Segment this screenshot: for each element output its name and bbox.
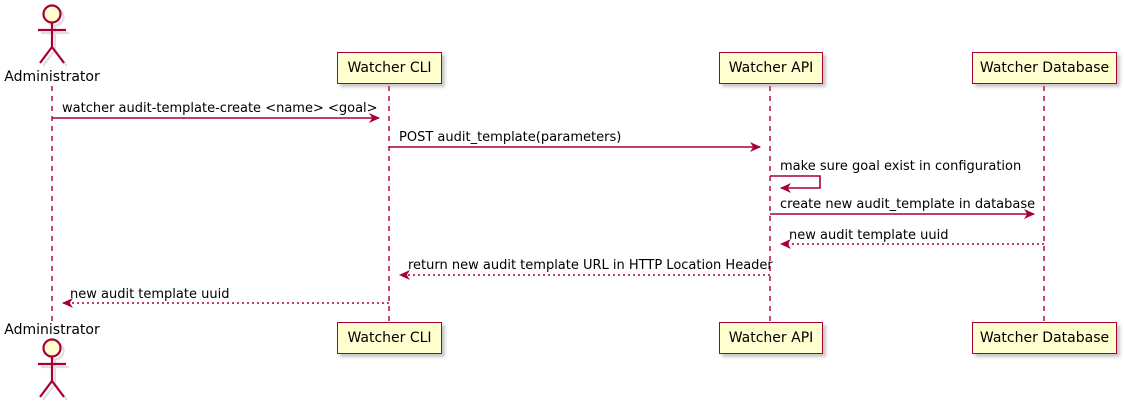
participant-box-watcher-api-top[interactable]: Watcher API bbox=[719, 52, 823, 84]
actor-head-icon bbox=[42, 4, 62, 24]
message-label-5: new audit template uuid bbox=[789, 228, 949, 243]
participant-label: Watcher Database bbox=[979, 330, 1110, 346]
participant-label: Watcher CLI bbox=[347, 60, 432, 76]
participant-label: Watcher API bbox=[728, 60, 814, 76]
participant-box-watcher-database-top[interactable]: Watcher Database bbox=[972, 52, 1117, 84]
participant-box-watcher-cli-top[interactable]: Watcher CLI bbox=[337, 52, 442, 84]
message-label-3: make sure goal exist in configuration bbox=[780, 159, 1022, 174]
message-label-4: create new audit_template in database bbox=[780, 197, 1036, 212]
participant-box-watcher-api-bottom[interactable]: Watcher API bbox=[719, 322, 823, 354]
participant-box-watcher-cli-bottom[interactable]: Watcher CLI bbox=[337, 322, 442, 354]
actor-head-icon bbox=[42, 338, 62, 358]
actor-figure-administrator-top bbox=[38, 4, 69, 67]
participant-label: Watcher Database bbox=[979, 60, 1110, 76]
actor-figure-administrator-bottom bbox=[38, 338, 69, 401]
participant-label: Watcher CLI bbox=[347, 330, 432, 346]
actor-label-administrator-bottom: Administrator bbox=[4, 322, 100, 338]
message-arrow-3-self bbox=[770, 175, 821, 193]
participant-box-watcher-database-bottom[interactable]: Watcher Database bbox=[972, 322, 1117, 354]
participant-label: Watcher API bbox=[728, 330, 814, 346]
message-label-7: new audit template uuid bbox=[70, 287, 230, 302]
message-label-6: return new audit template URL in HTTP Lo… bbox=[408, 258, 773, 273]
actor-label-administrator-top: Administrator bbox=[4, 69, 100, 85]
message-label-2: POST audit_template(parameters) bbox=[399, 130, 622, 145]
message-label-1: watcher audit-template-create <name> <go… bbox=[62, 101, 378, 116]
